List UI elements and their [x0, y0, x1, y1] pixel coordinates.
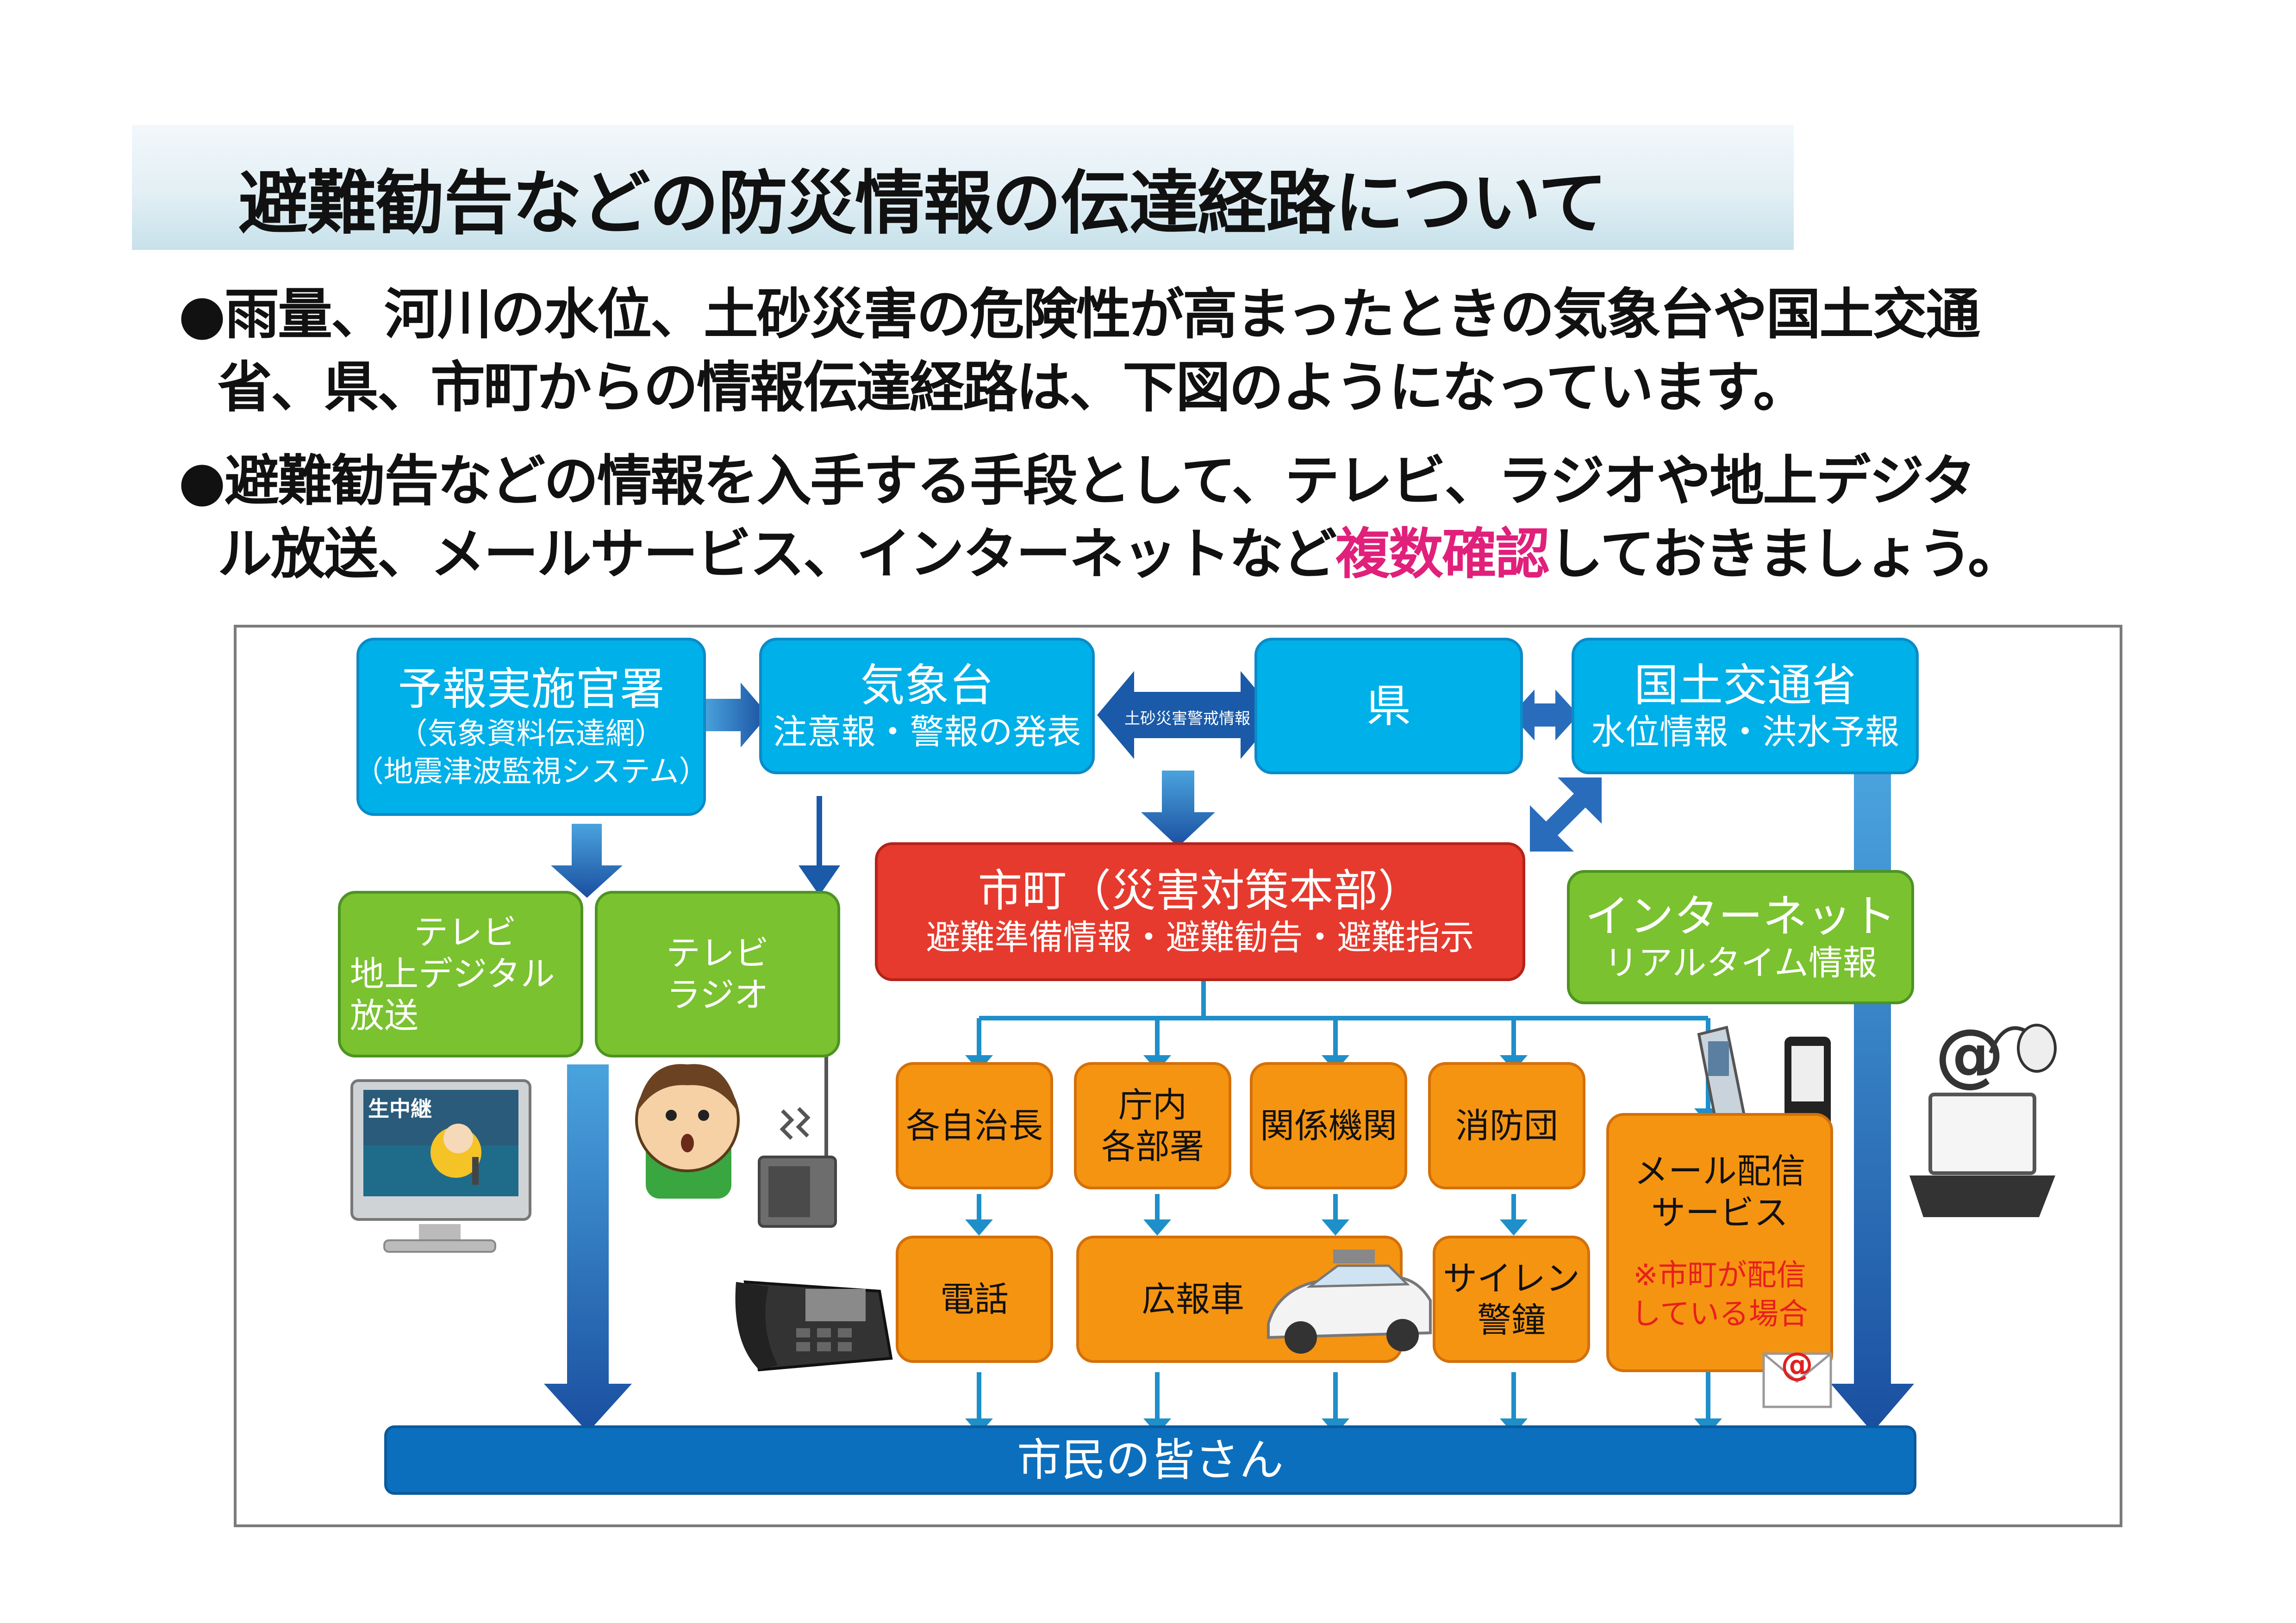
- bullet-1-line2: 省、県、市町からの情報伝達経路は、下図のようになっています。: [218, 355, 1808, 419]
- tv-radio-line2: ラジオ: [666, 975, 769, 1015]
- neighborhood-heads-box: 各自治長: [896, 1062, 1053, 1189]
- observatory-box: 気象台 注意報・警報の発表: [759, 638, 1095, 774]
- car-overlay-icon: [1267, 1250, 1432, 1354]
- mail-service-line2: サービス: [1651, 1193, 1788, 1233]
- forecast-office-title: 予報実施官署: [398, 663, 665, 715]
- mail-service-line1: メール配信: [1634, 1151, 1805, 1191]
- person-listening-icon: [635, 1064, 740, 1199]
- tv-radio-line1: テレビ: [666, 933, 769, 973]
- arrow-mlit-city: [1530, 777, 1602, 852]
- fire-brigade-label: 消防団: [1455, 1106, 1558, 1146]
- at-mouse-icon: @: [1935, 1014, 2057, 1095]
- laptop-icon: [1909, 1093, 2055, 1217]
- arrow-prefecture-mlit: [1511, 690, 1578, 740]
- bullet-2-emphasis: 複数確認: [1335, 522, 1550, 586]
- bullet-1: ●雨量、河川の水位、土砂災害の危険性が高まったときの気象台や国土交通 省、県、市…: [178, 278, 1980, 424]
- city-departments-box: 庁内 各部署: [1074, 1062, 1231, 1189]
- city-box: 市町（災害対策本部） 避難準備情報・避難勧告・避難指示: [875, 842, 1525, 981]
- tv-digital-box: テレビ 地上デジタル 放送: [338, 891, 583, 1057]
- forecast-office-box: 予報実施官署 （気象資料伝達網） （地震津波監視システム）: [354, 638, 709, 816]
- fire-brigade-box: 消防団: [1428, 1062, 1585, 1189]
- mlit-title: 国土交通省: [1634, 659, 1856, 711]
- observatory-sub: 注意報・警報の発表: [773, 712, 1081, 752]
- prefecture-box: 県: [1254, 638, 1523, 774]
- arrow-forecast-to-tvdigital: [551, 824, 623, 898]
- bullet-2-text: ル放送、メールサービス、インターネットなど: [218, 522, 1337, 586]
- title-band: [132, 125, 1794, 250]
- arrow-mlit-to-citizens: [1831, 773, 1914, 1432]
- mobile-phone-icon: [1697, 1026, 1831, 1141]
- citizens-bar: 市民の皆さん: [384, 1425, 1916, 1495]
- tv-digital-line3: 放送: [350, 996, 418, 1036]
- forecast-office-sub1: （気象資料伝達網）: [398, 716, 665, 751]
- tv-screen-caption: 生中継: [368, 1096, 432, 1121]
- siren-line2: 警鐘: [1477, 1300, 1546, 1340]
- siren-line1: サイレン: [1443, 1258, 1580, 1299]
- mail-service-note1: ※市町が配信: [1633, 1258, 1806, 1293]
- bullet-2-line1: ●避難勧告などの情報を入手する手段として、テレビ、ラジオや地上デジタ: [178, 449, 1976, 513]
- bullet-1-line1: ●雨量、河川の水位、土砂災害の危険性が高まったときの気象台や国土交通: [178, 282, 1980, 346]
- arrow-forecast-to-observatory: [704, 683, 768, 747]
- city-departments-line2: 各部署: [1101, 1126, 1204, 1167]
- phone-label: 電話: [940, 1279, 1009, 1319]
- svg-text:@: @: [1935, 1014, 2004, 1095]
- mlit-sub: 水位情報・洪水予報: [1591, 712, 1899, 752]
- arrow-observatory-prefecture: [1097, 671, 1278, 759]
- bullet-2-line2: ル放送、メールサービス、インターネットなど複数確認しておきましょう。: [178, 517, 2022, 591]
- city-title: 市町（災害対策本部）: [978, 865, 1423, 917]
- prefecture-title: 県: [1366, 680, 1411, 732]
- svg-text:@: @: [1781, 1345, 1813, 1383]
- bullet-2: ●避難勧告などの情報を入手する手段として、テレビ、ラジオや地上デジタ ル放送、メ…: [178, 444, 2022, 591]
- neighborhood-heads-label: 各自治長: [906, 1106, 1043, 1146]
- telephone-icon: [735, 1280, 893, 1372]
- mail-service-note2: している場合: [1631, 1297, 1809, 1331]
- tv-broadcast-icon: [350, 1079, 531, 1253]
- arrow-observatory-to-city: [1141, 771, 1215, 847]
- tv-digital-line1: テレビ: [414, 913, 517, 952]
- email-overlay-icon: @: [1762, 1345, 1832, 1408]
- city-sub: 避難準備情報・避難勧告・避難指示: [926, 918, 1474, 958]
- page-title: 避難勧告などの防災情報の伝達経路について: [238, 163, 1608, 244]
- phone-box: 電話: [896, 1236, 1053, 1363]
- internet-box: インターネット リアルタイム情報: [1567, 870, 1914, 1004]
- forecast-office-sub2: （地震津波監視システム）: [354, 754, 709, 789]
- arrow-tvdigital-to-citizens: [544, 1064, 632, 1432]
- city-departments-line1: 庁内: [1118, 1085, 1187, 1125]
- mail-service-box: メール配信 サービス ※市町が配信 している場合: [1606, 1113, 1833, 1372]
- sediment-alert-label: 土砂災害警戒情報: [1124, 709, 1250, 728]
- siren-box: サイレン 警鐘: [1433, 1236, 1590, 1363]
- related-agencies-label: 関係機関: [1260, 1106, 1397, 1146]
- bullet-2-text-end: しておきましょう。: [1548, 522, 2022, 586]
- internet-sub: リアルタイム情報: [1604, 943, 1877, 983]
- tv-digital-line2: 地上デジタル: [350, 954, 555, 994]
- tv-radio-box: テレビ ラジオ: [595, 891, 840, 1057]
- mlit-box: 国土交通省 水位情報・洪水予報: [1572, 638, 1919, 774]
- pr-vehicle-label: 広報車: [1142, 1279, 1244, 1319]
- observatory-title: 気象台: [860, 659, 994, 711]
- citizens-label: 市民の皆さん: [1017, 1434, 1284, 1486]
- related-agencies-box: 関係機関: [1250, 1062, 1407, 1189]
- internet-title: インターネット: [1585, 890, 1896, 942]
